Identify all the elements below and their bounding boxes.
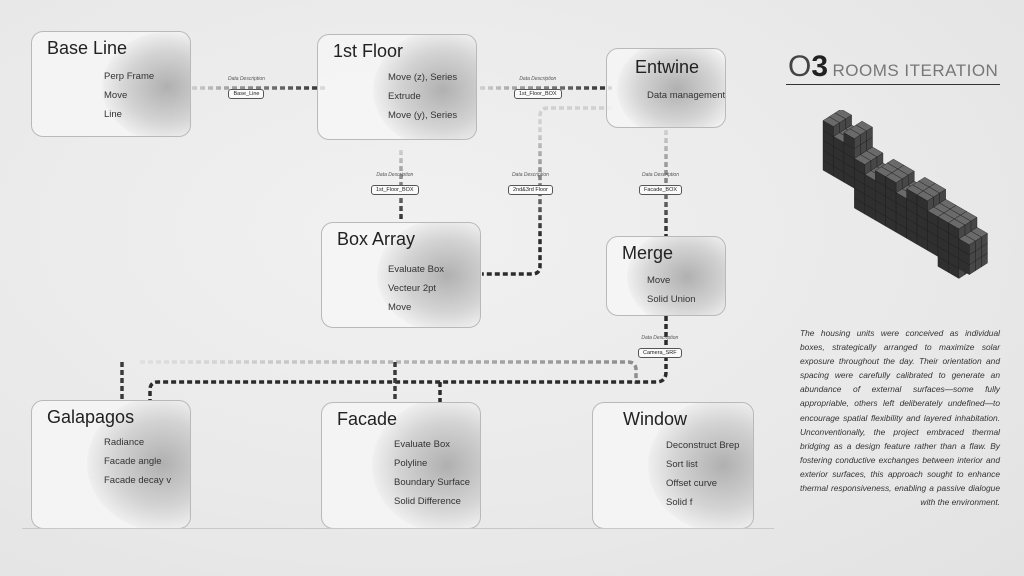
tag-label: Facade_BOX	[639, 185, 683, 195]
node-item: Facade decay v	[104, 475, 172, 486]
node-item: Extrude	[388, 91, 421, 102]
link-merge-outputs-top	[140, 360, 638, 384]
data-tag-camera-srf[interactable]: Data Description Camera_SRF	[638, 335, 682, 359]
node-title: Galapagos	[47, 407, 135, 427]
tag-caption: Data Description	[228, 76, 265, 82]
node-item: Vecteur 2pt	[388, 283, 437, 294]
node-shading	[648, 403, 753, 528]
node-title: Merge	[622, 243, 674, 263]
node-items: Move Solid Union	[647, 271, 696, 309]
node-galapagos[interactable]: Galapagos Radiance Facade angle Facade d…	[31, 400, 191, 529]
node-item: Line	[104, 109, 122, 120]
node-entwine[interactable]: Entwine Data management	[606, 48, 726, 128]
section-heading: O3 ROOMS ITERATION	[788, 50, 998, 84]
data-tag-first-floor-box-2[interactable]: Data Description 1st_Floor_BOX	[371, 172, 419, 196]
node-item: Move (z), Series	[388, 72, 458, 83]
section-subtitle: ROOMS ITERATION	[832, 61, 999, 80]
node-items: Data management	[647, 86, 725, 105]
node-item: Solid Union	[647, 294, 696, 305]
tag-caption: Data Description	[641, 335, 679, 341]
node-item: Solid Difference	[394, 496, 461, 507]
tag-label: 1st_Floor_BOX	[371, 185, 419, 195]
node-first-floor[interactable]: 1st Floor Move (z), Series Extrude Move …	[317, 34, 477, 140]
node-window[interactable]: Window Deconstruct Brep Sort list Offset…	[592, 402, 754, 529]
node-title: Facade	[337, 409, 398, 429]
node-title: Box Array	[337, 229, 416, 249]
node-items: Perp Frame Move Line	[104, 67, 154, 124]
node-item: Move	[388, 302, 412, 313]
data-tag-base-line[interactable]: Data Description Base_Line	[228, 76, 265, 100]
node-base-line[interactable]: Base Line Perp Frame Move Line	[31, 31, 191, 137]
data-tag-first-floor-box[interactable]: Data Description 1st_Floor_BOX	[514, 76, 562, 100]
tag-caption: Data Description	[376, 172, 414, 178]
node-item: Solid f	[666, 497, 693, 508]
node-item: Offset curve	[666, 478, 718, 489]
node-title: Window	[623, 409, 688, 429]
tag-caption: Data Description	[519, 76, 557, 82]
model-block-face	[895, 178, 903, 194]
model-block-face	[958, 224, 966, 240]
node-title: Base Line	[47, 38, 128, 58]
rooms-iteration-model	[822, 110, 988, 279]
data-tag-upper-floors[interactable]: Data Description 2nd&3rd Floor	[508, 172, 553, 196]
node-item: Perp Frame	[104, 71, 155, 82]
node-item: Polyline	[394, 458, 428, 469]
model-block-face	[833, 122, 840, 137]
node-item: Deconstruct Brep	[666, 440, 740, 451]
tag-label: 1st_Floor_BOX	[514, 89, 562, 99]
node-item: Evaluate Box	[394, 439, 450, 450]
model-block-face	[969, 240, 976, 256]
heading-divider	[786, 84, 1000, 85]
node-item: Move	[647, 275, 671, 286]
node-items: Move (z), Series Extrude Move (y), Serie…	[388, 68, 457, 125]
node-shading	[377, 223, 480, 327]
link-merge-outputs-bottom	[148, 316, 668, 400]
bottom-divider	[22, 528, 774, 529]
tag-caption: Data Description	[642, 172, 679, 178]
node-item: Radiance	[104, 437, 145, 448]
model-block-face	[854, 134, 861, 150]
node-item: Move	[104, 90, 128, 101]
node-facade[interactable]: Facade Evaluate Box Polyline Boundary Su…	[321, 402, 481, 529]
tag-label: 2nd&3rd Floor	[508, 185, 553, 195]
node-item: Boundary Surface	[394, 477, 471, 488]
node-shading	[627, 237, 725, 315]
node-items: Evaluate Box Vecteur 2pt Move	[388, 260, 444, 317]
model-block-face	[927, 196, 934, 212]
node-items: Radiance Facade angle Facade decay v	[104, 433, 171, 490]
node-box-array[interactable]: Box Array Evaluate Box Vecteur 2pt Move	[321, 222, 481, 328]
node-item: Evaluate Box	[388, 264, 444, 275]
link-entwine-boxarray	[482, 106, 612, 276]
node-items: Deconstruct Brep Sort list Offset curve …	[666, 436, 739, 512]
tag-label: Camera_SRF	[638, 348, 682, 358]
node-shading	[617, 49, 725, 127]
project-description: The housing units were conceived as indi…	[800, 328, 1000, 508]
node-item: Sort list	[666, 459, 698, 470]
model-block-face	[864, 160, 872, 175]
node-item: Facade angle	[104, 456, 162, 467]
tag-caption: Data Description	[511, 172, 549, 178]
node-merge[interactable]: Merge Move Solid Union	[606, 236, 726, 316]
node-shading	[373, 35, 476, 139]
node-shading	[372, 403, 480, 528]
node-title: Entwine	[635, 57, 700, 77]
node-item: Data management	[647, 90, 726, 101]
node-item: Move (y), Series	[388, 110, 458, 121]
node-title: 1st Floor	[333, 41, 404, 61]
node-items: Evaluate Box Polyline Boundary Surface S…	[394, 435, 470, 511]
tag-label: Base_Line	[228, 89, 265, 99]
node-shading	[87, 401, 190, 528]
section-number: O3	[788, 50, 829, 83]
data-tag-facade-box[interactable]: Data Description Facade_BOX	[639, 172, 683, 196]
